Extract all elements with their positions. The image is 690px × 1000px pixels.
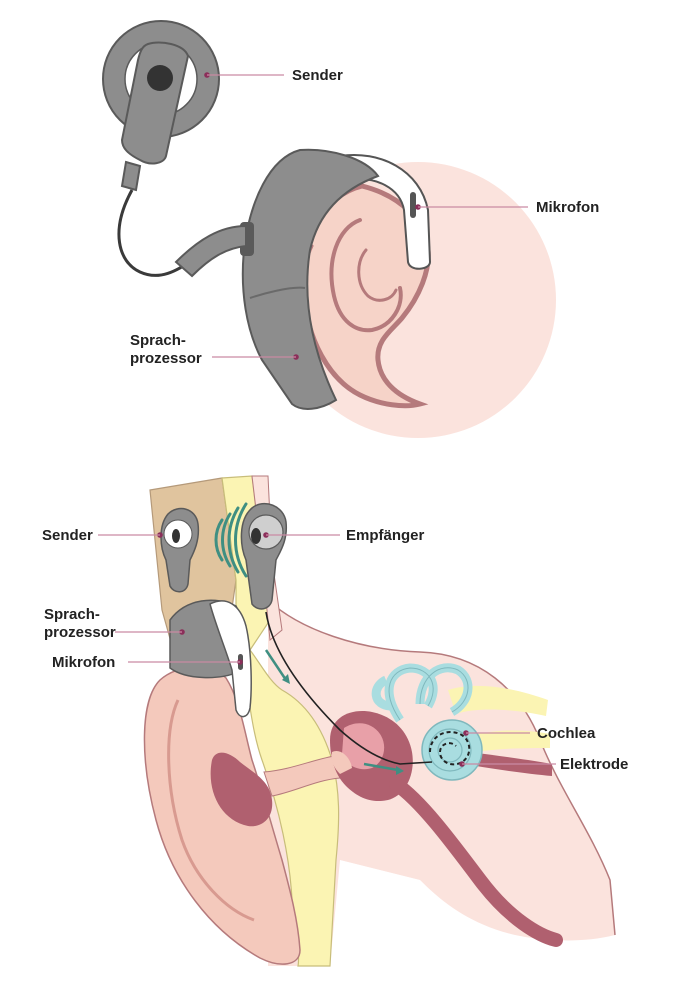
earhook <box>338 154 432 270</box>
sender-bottom <box>160 507 200 593</box>
bottom-leaders <box>98 532 556 767</box>
label-sprachprozessor-bottom-line2: prozessor <box>44 624 116 641</box>
label-sprachprozessor-bottom-line1: Sprach- <box>44 606 100 623</box>
empfaenger <box>240 502 288 610</box>
top-illustration: Sender Mikrofon Sprach- prozessor <box>102 20 599 438</box>
cable-top <box>117 189 197 277</box>
elektrode-coil <box>429 731 471 766</box>
bottom-illustration: Sender Empfänger Sprach- prozessor Mikro… <box>42 475 628 967</box>
label-sender-top: Sender <box>292 67 343 84</box>
sender-top <box>102 20 220 192</box>
ossicles <box>342 723 385 770</box>
nerve-lower <box>470 730 550 752</box>
label-mikrofon-top: Mikrofon <box>536 199 599 216</box>
nerve-upper <box>448 685 548 716</box>
cochlea <box>421 719 483 781</box>
label-elektrode: Elektrode <box>560 756 628 773</box>
top-leaders <box>204 72 528 360</box>
signal-arrow-1 <box>264 649 288 681</box>
label-mikrofon-bottom: Mikrofon <box>52 654 115 671</box>
label-sender-bottom: Sender <box>42 527 93 544</box>
transmission-waves <box>214 502 248 578</box>
label-sprachprozessor-top-line2: prozessor <box>130 350 202 367</box>
ear-canal-opening <box>210 752 273 827</box>
label-empfaenger: Empfänger <box>346 527 425 544</box>
mikrofon-top-icon <box>410 192 416 218</box>
label-cochlea: Cochlea <box>537 725 596 742</box>
electrode-lead <box>265 611 433 765</box>
sprachprozessor-bottom <box>169 599 252 718</box>
cable-connector-top <box>174 224 247 278</box>
label-sprachprozessor-top-line1: Sprach- <box>130 332 186 349</box>
eustachian-tube <box>389 777 563 947</box>
earhook-bottom <box>209 600 252 718</box>
signal-arrow-2 <box>363 762 399 772</box>
temporal-bone <box>235 649 340 967</box>
